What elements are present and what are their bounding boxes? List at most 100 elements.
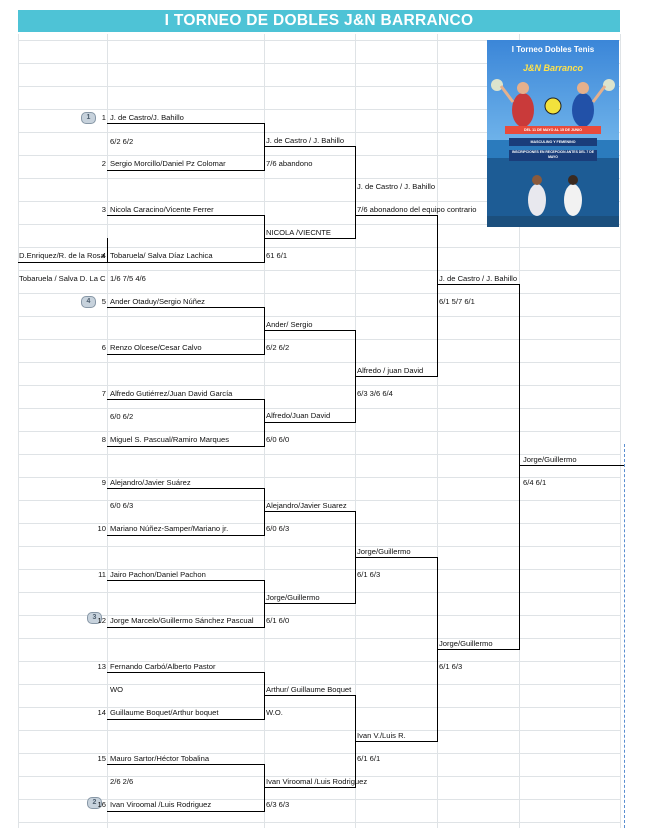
grid-row-line bbox=[18, 546, 620, 547]
grid-row-line bbox=[18, 523, 620, 524]
round1-pair: Ivan Viroomal /Luis Rodriguez bbox=[110, 800, 212, 809]
grid-row-line bbox=[18, 224, 620, 225]
quarterfinal-bracket bbox=[355, 557, 437, 558]
poster-dates: DEL 11 DE MAYO AL 15 DE JUNIO bbox=[524, 128, 582, 132]
round1-bracket bbox=[264, 215, 265, 263]
semifinal-bracket bbox=[437, 284, 519, 285]
entry-number: 13 bbox=[97, 662, 106, 671]
round2-bracket bbox=[355, 146, 356, 239]
quarterfinal-bracket bbox=[355, 376, 437, 377]
round1-pair: Nicola Caracino/Vicente Ferrer bbox=[110, 205, 214, 214]
quarterfinal-pair: Alfredo / juan David bbox=[357, 366, 424, 375]
round1-score: 1/6 7/5 4/6 bbox=[110, 274, 146, 283]
prelim-bracket bbox=[107, 238, 108, 262]
grid-row-line bbox=[18, 247, 620, 248]
round2-score: 61 6/1 bbox=[266, 251, 288, 260]
quarterfinal-pair: Ivan V./Luis R. bbox=[357, 731, 406, 740]
round1-bracket bbox=[107, 719, 264, 720]
grid-row-line bbox=[18, 615, 620, 616]
quarterfinal-score: 6/1 6/1 bbox=[357, 754, 381, 763]
entry-number: 3 bbox=[101, 205, 106, 214]
grid-row-line bbox=[18, 408, 620, 409]
round2-bracket bbox=[264, 238, 355, 239]
round1-bracket bbox=[107, 580, 264, 581]
round1-pair: Tobaruela/ Salva Díaz Lachica bbox=[110, 251, 213, 260]
entry-number: 2 bbox=[101, 159, 106, 168]
grid-row-line bbox=[18, 684, 620, 685]
entry-number: 7 bbox=[101, 389, 106, 398]
round2-score: 7/6 abandono bbox=[266, 159, 313, 168]
round1-pair: Jairo Pachon/Daniel Pachon bbox=[110, 570, 206, 579]
round1-pair: Mauro Sartor/Héctor Tobalina bbox=[110, 754, 210, 763]
seed-badge-2: 2 bbox=[87, 797, 102, 809]
seed-badge-4: 4 bbox=[81, 296, 96, 308]
round1-pair: Alejandro/Javier Suárez bbox=[110, 478, 191, 487]
grid-row-line bbox=[18, 178, 620, 179]
round1-bracket bbox=[107, 399, 264, 400]
round1-score: 2/6 2/6 bbox=[110, 777, 134, 786]
round2-score: W.O. bbox=[266, 708, 283, 717]
entry-number: 6 bbox=[101, 343, 106, 352]
round2-pair: Alejandro/Javier Suarez bbox=[266, 501, 347, 510]
prelim-winner: Tobaruela / Salva D. La C bbox=[19, 274, 106, 283]
semifinal-pair: Jorge/Guillermo bbox=[439, 639, 493, 648]
grid-row-line bbox=[18, 776, 620, 777]
round1-bracket bbox=[107, 446, 264, 447]
round1-bracket bbox=[107, 307, 264, 308]
round1-bracket bbox=[264, 764, 265, 812]
round1-score: 6/0 6/3 bbox=[110, 501, 134, 510]
round2-bracket bbox=[264, 146, 355, 147]
grid-row-line bbox=[18, 707, 620, 708]
grid-row-line bbox=[18, 201, 620, 202]
entry-number: 10 bbox=[97, 524, 106, 533]
round1-pair: Jorge Marcelo/Guillermo Sánchez Pascual bbox=[110, 616, 254, 625]
grid-row-line bbox=[18, 500, 620, 501]
poster-signup: INSCRIPCIONES EN RECEPCION ANTES DEL 7 D… bbox=[512, 150, 594, 159]
round1-bracket bbox=[107, 811, 264, 812]
entry-number: 4 bbox=[101, 251, 106, 260]
round1-bracket bbox=[107, 764, 264, 765]
round1-bracket bbox=[264, 672, 265, 720]
round1-bracket bbox=[107, 354, 264, 355]
grid-row-line bbox=[18, 477, 620, 478]
entry-number: 11 bbox=[98, 570, 106, 579]
entry-number: 8 bbox=[101, 435, 106, 444]
round1-pair: J. de Castro/J. Bahillo bbox=[110, 113, 184, 122]
semifinal-score: 6/1 6/3 bbox=[439, 662, 463, 671]
quarterfinal-score: 7/6 abonadono del equipo contrario bbox=[357, 205, 477, 214]
grid-col-line bbox=[355, 34, 356, 828]
round2-score: 6/0 6/3 bbox=[266, 524, 290, 533]
grid-col-line bbox=[620, 34, 621, 828]
round1-pair: Guillaume Boquet/Arthur boquet bbox=[110, 708, 219, 717]
grid-row-line bbox=[18, 592, 620, 593]
entry-number: 14 bbox=[97, 708, 106, 717]
round1-pair: Renzo Olcese/Cesar Calvo bbox=[110, 343, 202, 352]
quarterfinal-score: 6/3 3/6 6/4 bbox=[357, 389, 393, 398]
round2-bracket bbox=[264, 787, 355, 788]
round1-bracket bbox=[264, 580, 265, 628]
grid-row-line bbox=[18, 569, 620, 570]
round1-pair: Sergio Morcillo/Daniel Pz Colomar bbox=[110, 159, 226, 168]
grid-row-line bbox=[18, 339, 620, 340]
round2-score: 6/0 6/0 bbox=[266, 435, 290, 444]
quarterfinal-bracket bbox=[437, 215, 438, 377]
round2-pair: Arthur/ Guillaume Boquet bbox=[266, 685, 352, 694]
round2-score: 6/3 6/3 bbox=[266, 800, 290, 809]
seed-badge-1: 1 bbox=[81, 112, 96, 124]
round2-bracket bbox=[264, 603, 355, 604]
round2-bracket bbox=[264, 330, 355, 331]
round1-score: 6/0 6/2 bbox=[110, 412, 134, 421]
round1-bracket bbox=[107, 170, 264, 171]
round1-bracket bbox=[107, 672, 264, 673]
grid-row-line bbox=[18, 799, 620, 800]
round1-bracket bbox=[264, 307, 265, 355]
round2-pair: Ander/ Sergio bbox=[266, 320, 313, 329]
grid-row-line bbox=[18, 86, 620, 87]
semifinal-bracket bbox=[519, 284, 520, 650]
grid-row-line bbox=[18, 730, 620, 731]
grid-col-line bbox=[437, 34, 438, 828]
semifinal-pair: J. de Castro / J. Bahillo bbox=[439, 274, 518, 283]
prelim-pair: D.Enriquez/R. de la Rosa bbox=[19, 251, 105, 260]
semifinal-bracket bbox=[437, 649, 519, 650]
